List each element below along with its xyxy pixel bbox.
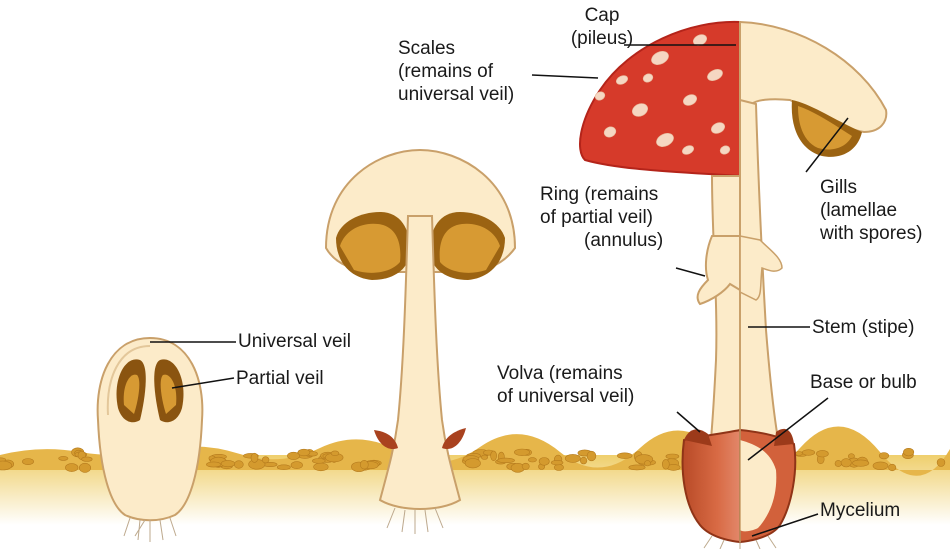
soil-pebble [528,458,536,462]
soil-pebble [666,454,679,459]
soil-pebble [298,449,310,456]
label-mycelium: Mycelium [820,499,900,522]
soil-pebble [835,460,842,466]
soil-pebble [360,460,368,469]
soil-pebble [617,453,632,459]
soil-pebble [587,451,596,461]
soil-pebble [497,458,514,463]
soil-pebble [879,453,889,459]
soil-pebble [889,464,896,471]
soil-pebble [816,450,828,457]
soil-pebble [903,448,913,456]
leader-ring [676,268,705,276]
label-partial-veil: Partial veil [236,367,324,390]
soil-pebble [262,457,269,463]
label-stem: Stem (stipe) [812,316,914,339]
soil-pebble [65,464,78,472]
soil-pebble [539,458,549,466]
soil-pebble [662,459,669,469]
soil-pebble [522,463,529,469]
soil-pebble [291,462,303,469]
soil-pebble [554,464,563,470]
soil-pebble [873,462,888,470]
soil-pebble [312,459,325,464]
soil-pebble [465,459,480,468]
soil-pebble [795,452,803,456]
leader-scales [532,75,598,78]
soil-pebble [22,459,33,465]
soil-pebble [481,455,487,459]
soil-pebble [514,449,529,456]
label-universal-veil: Universal veil [238,330,351,353]
soil-pebble [221,460,235,466]
soil-pebble [277,465,290,470]
soil-pebble [937,459,945,467]
soil-pebble [206,462,220,467]
soil-pebble [841,459,851,467]
soil-pebble [853,460,869,466]
soil-pebble [82,457,93,462]
soil-pebble [580,457,587,464]
soil-pebble [629,465,645,470]
soil-pebble [331,451,339,456]
label-cap: Cap(pileus) [560,4,644,50]
soil-pebble [234,461,243,469]
soil-pebble [59,456,68,460]
soil-pebble [314,463,329,471]
soil-pebble [802,450,814,456]
soil-pebble [565,454,580,462]
leader-volva [677,412,700,432]
label-base: Base or bulb [810,371,917,394]
soil-pebble [251,453,258,462]
soil-pebble [551,460,563,465]
soil-pebble [491,451,497,461]
soil-pebble [79,463,90,472]
soil-pebble [644,461,650,466]
